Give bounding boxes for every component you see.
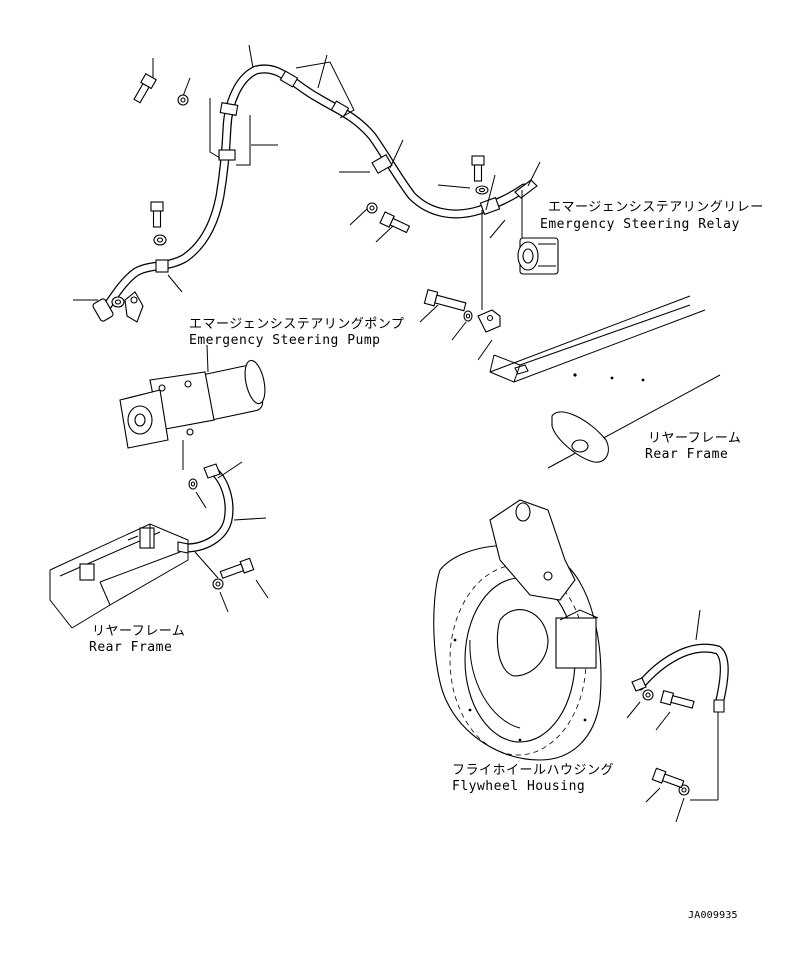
- flywheel-label-en: Flywheel Housing: [452, 779, 586, 794]
- lower-left-cable: [177, 461, 269, 613]
- rear-frame-right-drawing: [489, 295, 721, 469]
- rear-frame-left-drawing: [49, 523, 189, 629]
- leader-lines-upper: [73, 44, 541, 361]
- relay-label-ja: エマージェンシステアリングリレー: [548, 200, 764, 215]
- main-harness: [92, 64, 538, 322]
- pump-label-en: Emergency Steering Pump: [189, 333, 381, 348]
- rear-frame-left-label-ja: リヤーフレーム: [92, 624, 186, 639]
- callout-brackets: [209, 61, 355, 166]
- pump-label-ja: エマージェンシステアリングポンプ: [189, 317, 405, 332]
- relay-drawing: [517, 190, 559, 275]
- rear-frame-right-label-ja: リヤーフレーム: [648, 431, 742, 446]
- rear-frame-left-label-en: Rear Frame: [89, 640, 173, 655]
- relay-label-en: Emergency Steering Relay: [540, 217, 740, 232]
- drawing-id: JA009935: [688, 910, 738, 921]
- hardware-upper: [111, 73, 501, 333]
- pump-drawing: [119, 344, 266, 470]
- flywheel-housing-drawing: [433, 499, 602, 761]
- lower-right-cable: [626, 609, 729, 823]
- rear-frame-right-label-en: Rear Frame: [645, 447, 729, 462]
- flywheel-label-ja: フライホイールハウジング: [452, 763, 615, 778]
